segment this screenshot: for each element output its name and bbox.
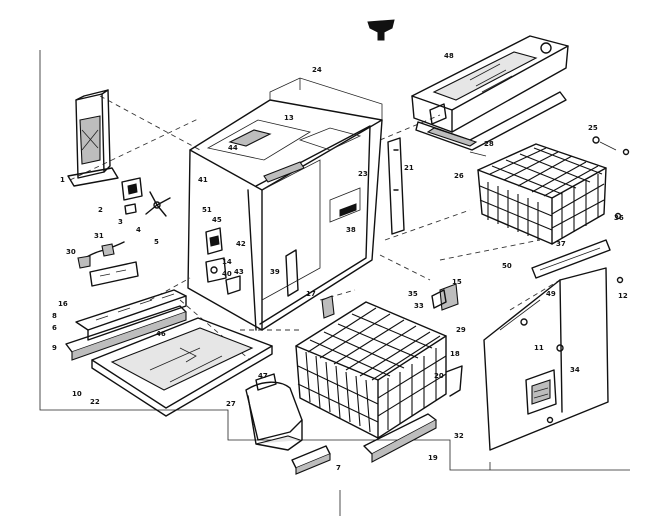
evaporator-cover-part [411,35,569,151]
upper-wire-basket [469,141,617,245]
air-duct-part [67,89,119,187]
logo-mark [367,19,395,41]
callout-23: 23 [358,170,368,178]
callout-24: 24 [312,66,322,74]
door-panel-part [483,267,609,451]
callout-44: 44 [228,144,238,152]
callout-10: 10 [72,390,82,398]
callout-17: 17 [306,290,316,298]
callout-48: 48 [444,52,454,60]
callout-33: 33 [414,302,424,310]
callout-22: 22 [90,398,100,406]
callout-21: 21 [404,164,414,172]
ice-bucket-part [245,373,303,451]
callout-18: 18 [450,350,460,358]
callout-27: 27 [226,400,236,408]
callout-13: 13 [284,114,294,122]
callout-19: 19 [428,454,438,462]
callout-16: 16 [58,300,68,308]
callout-3: 3 [118,218,123,226]
callout-2: 2 [98,206,103,214]
callout-51: 51 [202,206,212,214]
callout-42: 42 [236,240,246,248]
thermostat-controls [205,227,241,295]
callout-43: 43 [234,268,244,276]
callout-36: 36 [614,214,624,222]
callout-28: 28 [484,140,494,148]
callout-6: 6 [52,324,57,332]
callout-49: 49 [546,290,556,298]
hinge-hardware [445,136,630,424]
callout-labels: 1 2 3 4 5 6 7 8 9 10 11 12 13 14 15 16 1… [52,52,628,472]
lower-wire-basket [295,301,447,439]
freezer-liner-cabinet [187,77,383,331]
callout-35: 35 [408,290,418,298]
callout-40: 40 [222,270,232,278]
door-rail-part [431,239,611,311]
callout-47: 47 [258,372,268,380]
callout-25: 25 [588,124,598,132]
callout-46: 46 [156,330,166,338]
basket-rails [291,413,437,475]
callout-26: 26 [454,172,464,180]
callout-32: 32 [454,432,464,440]
callout-14: 14 [222,258,232,266]
callout-34: 34 [570,366,580,374]
callout-39: 39 [270,268,280,276]
callout-11: 11 [534,344,544,352]
divider-strip-part [321,137,405,319]
fan-motor-part [121,177,171,217]
callout-20: 20 [434,372,444,380]
callout-31: 31 [94,232,104,240]
drain-pan-part [91,317,273,417]
callout-8: 8 [52,312,57,320]
callout-7: 7 [336,464,341,472]
callout-15: 15 [452,278,462,286]
callout-30: 30 [66,248,76,256]
callout-4: 4 [136,226,141,234]
callout-38: 38 [346,226,356,234]
front-grille-part [65,289,187,361]
callout-29: 29 [456,326,466,334]
callout-9: 9 [52,344,57,352]
callout-5: 5 [154,238,159,246]
callout-1: 1 [60,176,65,184]
callout-45: 45 [212,216,222,224]
callout-50: 50 [502,262,512,270]
callout-41: 41 [198,176,208,184]
callout-12: 12 [618,292,628,300]
wiring-harness-part [77,241,139,287]
callout-37: 37 [556,240,566,248]
